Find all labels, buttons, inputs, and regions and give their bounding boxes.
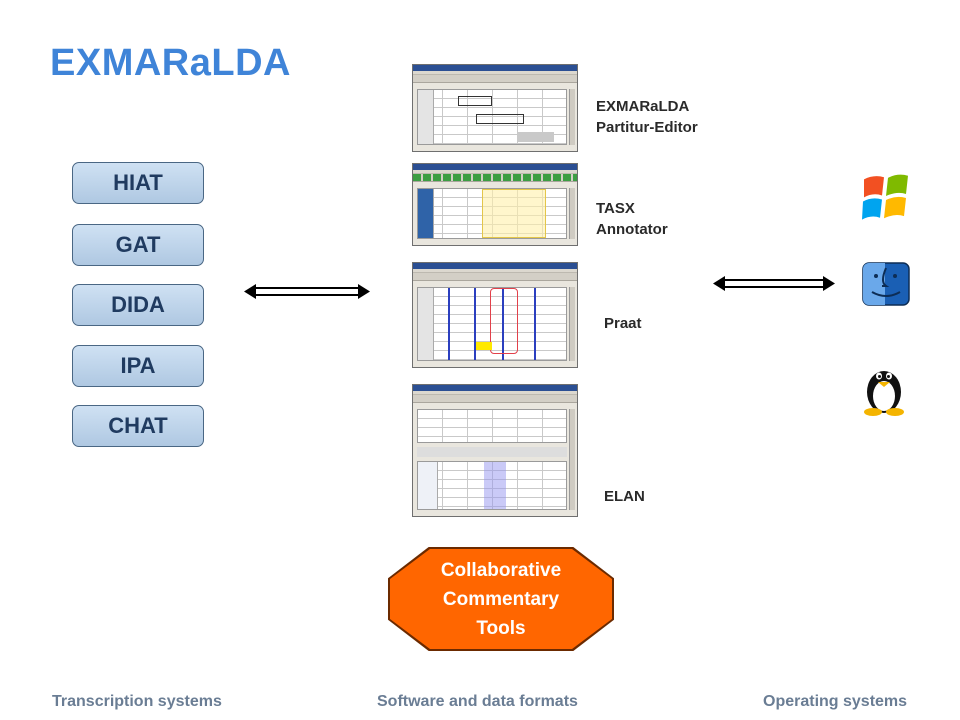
windows-logo-icon	[862, 174, 908, 220]
elan-screenshot	[412, 384, 578, 517]
system-button-dida[interactable]: DIDA	[72, 284, 204, 326]
software-label-praat: Praat	[604, 315, 642, 332]
collab-box-text: Collaborative Commentary Tools	[440, 559, 562, 639]
page-title: EXMARaLDA	[50, 42, 291, 84]
system-button-hiat[interactable]: HIAT	[72, 162, 204, 204]
software-label-tasx: TASX Annotator	[596, 200, 668, 238]
double-arrow-right-icon	[713, 276, 835, 291]
software-label-elan: ELAN	[604, 488, 645, 505]
system-button-gat[interactable]: GAT	[72, 224, 204, 266]
system-button-chat[interactable]: CHAT	[72, 405, 204, 447]
praat-screenshot	[412, 262, 578, 368]
linux-tux-icon	[864, 371, 904, 416]
footer-label-transcription: Transcription systems	[52, 693, 222, 710]
exmaralda-editor-screenshot	[412, 64, 578, 152]
collab-box[interactable]	[390, 549, 612, 649]
footer-label-software: Software and data formats	[377, 693, 578, 710]
double-arrow-left-icon	[244, 284, 370, 299]
software-label-exmaralda: EXMARaLDA Partitur-Editor	[596, 98, 698, 136]
system-button-ipa[interactable]: IPA	[72, 345, 204, 387]
tasx-annotator-screenshot	[412, 163, 578, 246]
mac-finder-icon	[862, 262, 910, 306]
footer-label-os: Operating systems	[763, 693, 908, 710]
